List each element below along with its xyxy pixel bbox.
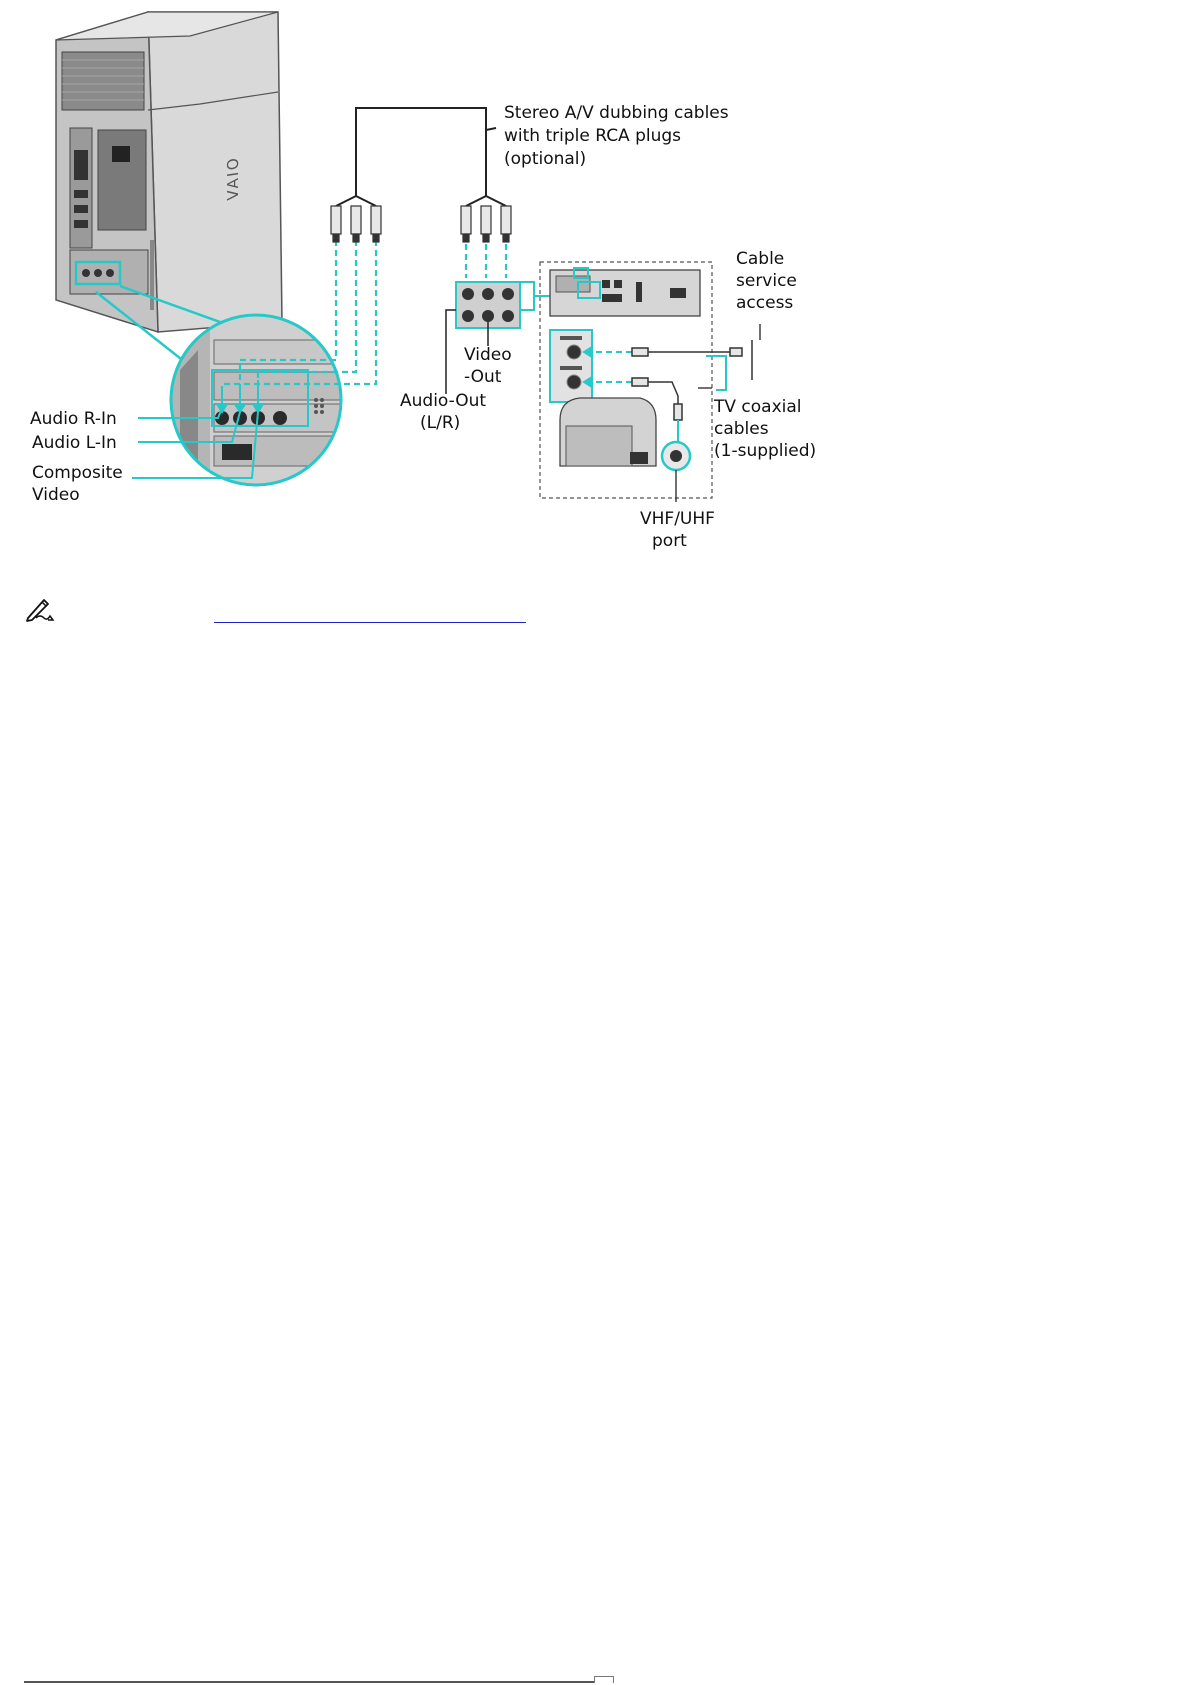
note-hyperlink[interactable] [214,622,526,623]
audio-l-in-label: Audio L-In [32,433,117,453]
vcr-device [550,268,700,316]
tv-device [560,398,690,502]
svg-text:(optional): (optional) [504,149,586,169]
svg-text:TV coaxial: TV coaxial [713,397,802,417]
svg-text:Video: Video [32,485,80,505]
svg-text:(1-supplied): (1-supplied) [714,441,816,461]
computer-tower: VAIO [56,12,282,332]
svg-text:Audio-Out: Audio-Out [400,391,486,411]
dubbing-cable [336,108,506,206]
svg-text:VHF/UHF: VHF/UHF [640,509,715,529]
vaio-logo: VAIO [224,155,242,201]
svg-text:Video: Video [464,345,512,365]
page-bottom-rule [24,1681,594,1683]
rca-plugs-left [331,206,381,242]
svg-text:access: access [736,293,793,313]
svg-text:-Out: -Out [464,367,502,387]
page-bottom-rule-end [594,1676,614,1683]
rca-plugs-right [461,206,511,242]
svg-text:Cable: Cable [736,249,784,269]
svg-text:(L/R): (L/R) [420,413,460,433]
svg-text:cables: cables [714,419,769,439]
vcr-rf-connectors [550,330,592,402]
composite-video-label: Composite Video [32,463,123,505]
svg-text:service: service [736,271,797,291]
note-pencil-icon [24,596,58,622]
stereo-cables-label: Stereo A/V dubbing cables with triple RC… [504,103,729,169]
connection-diagram: VAIO [0,0,840,560]
svg-text:port: port [652,531,687,551]
cable-runs-vcr [466,244,506,278]
vhf-port-label: VHF/UHF port [640,509,715,551]
svg-text:Composite: Composite [32,463,123,483]
svg-text:Stereo A/V dubbing cables: Stereo A/V dubbing cables [504,103,729,123]
cable-service-label: Cable service access [736,249,797,313]
svg-text:with triple RCA plugs: with triple RCA plugs [504,126,681,146]
audio-out-label: Audio-Out (L/R) [400,391,486,433]
tv-coaxial-label: TV coaxial cables (1-supplied) [713,397,816,461]
audio-r-in-label: Audio R-In [30,409,117,429]
video-out-label: Video -Out [464,345,512,387]
